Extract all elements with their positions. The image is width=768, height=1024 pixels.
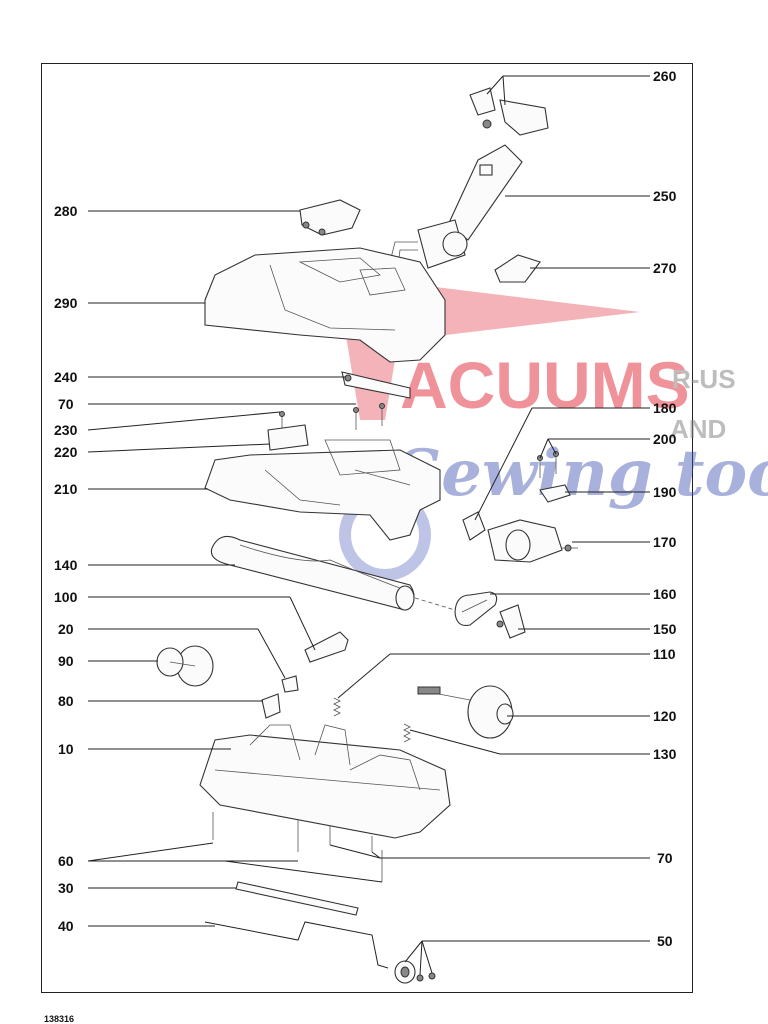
callout-220: 220 bbox=[54, 444, 78, 460]
callout-120: 120 bbox=[653, 708, 677, 724]
callout-180: 180 bbox=[653, 400, 677, 416]
part-180-motor-mount bbox=[462, 511, 486, 541]
leader-lines-left bbox=[87, 210, 383, 927]
part-150-bearing bbox=[496, 604, 526, 639]
part-210-chassis bbox=[204, 439, 441, 541]
svg-text:ACUUMS: ACUUMS bbox=[400, 348, 690, 422]
callout-130: 130 bbox=[653, 746, 677, 762]
part-240-bracket bbox=[341, 371, 411, 399]
callout-80: 80 bbox=[58, 693, 74, 709]
part-160-belt bbox=[454, 591, 498, 627]
part-190-clip bbox=[539, 484, 571, 503]
part-130-spring bbox=[403, 723, 411, 743]
callout-10: 10 bbox=[58, 741, 74, 757]
part-70-screws-upper bbox=[353, 403, 385, 430]
leader-lines-right bbox=[329, 75, 650, 976]
callout-270: 270 bbox=[653, 260, 677, 276]
callout-40: 40 bbox=[58, 918, 74, 934]
part-120-wheel bbox=[417, 685, 514, 739]
callout-170: 170 bbox=[653, 534, 677, 550]
part-280-top-cover bbox=[299, 199, 361, 236]
callout-240: 240 bbox=[54, 369, 78, 385]
callout-290: 290 bbox=[54, 295, 78, 311]
callout-110: 110 bbox=[653, 646, 676, 662]
callout-210: 210 bbox=[54, 481, 78, 497]
callout-100: 100 bbox=[54, 589, 78, 605]
part-90-wheel-knob bbox=[156, 645, 214, 687]
part-170-motor bbox=[487, 519, 578, 563]
svg-text:R-US: R-US bbox=[672, 364, 736, 394]
callout-150: 150 bbox=[653, 621, 677, 637]
callout-250: 250 bbox=[653, 188, 677, 204]
part-100-bracket bbox=[304, 631, 349, 663]
callout-160: 160 bbox=[653, 586, 677, 602]
part-20-latch bbox=[281, 675, 299, 693]
callout-200: 200 bbox=[653, 431, 677, 447]
callout-70-lower: 70 bbox=[657, 850, 673, 866]
svg-text:AND: AND bbox=[670, 414, 726, 444]
watermark-logo: ACUUMS R-US AND Sewing too bbox=[255, 265, 768, 581]
part-290-hood bbox=[204, 247, 446, 363]
callout-260: 260 bbox=[653, 68, 677, 84]
document-number: 138316 bbox=[44, 1014, 75, 1024]
part-60-screws bbox=[212, 812, 383, 882]
part-250-handle-tube bbox=[389, 144, 523, 269]
callout-90: 90 bbox=[58, 653, 74, 669]
callout-30: 30 bbox=[58, 880, 74, 896]
callout-50: 50 bbox=[657, 933, 673, 949]
callout-70-upper: 70 bbox=[58, 396, 74, 412]
part-30-strip bbox=[235, 881, 359, 916]
part-270-pedal bbox=[494, 254, 541, 283]
part-50-wheels bbox=[394, 960, 436, 984]
part-260-handle-release bbox=[469, 87, 549, 136]
callout-20: 20 bbox=[58, 621, 74, 637]
part-140-brush-roll bbox=[210, 535, 456, 611]
diagram-frame bbox=[41, 63, 693, 993]
callout-140: 140 bbox=[54, 557, 78, 573]
callout-280: 280 bbox=[54, 203, 78, 219]
callout-230: 230 bbox=[54, 422, 78, 438]
part-80-clip bbox=[261, 693, 281, 719]
part-70-screws-lower bbox=[329, 825, 373, 852]
part-110-spring bbox=[333, 697, 341, 717]
svg-text:Sewing too: Sewing too bbox=[395, 436, 768, 511]
part-40-axle bbox=[204, 921, 389, 969]
part-220-switch bbox=[267, 424, 309, 451]
callout-190: 190 bbox=[653, 484, 677, 500]
callout-60: 60 bbox=[58, 853, 74, 869]
part-10-base bbox=[199, 724, 451, 839]
